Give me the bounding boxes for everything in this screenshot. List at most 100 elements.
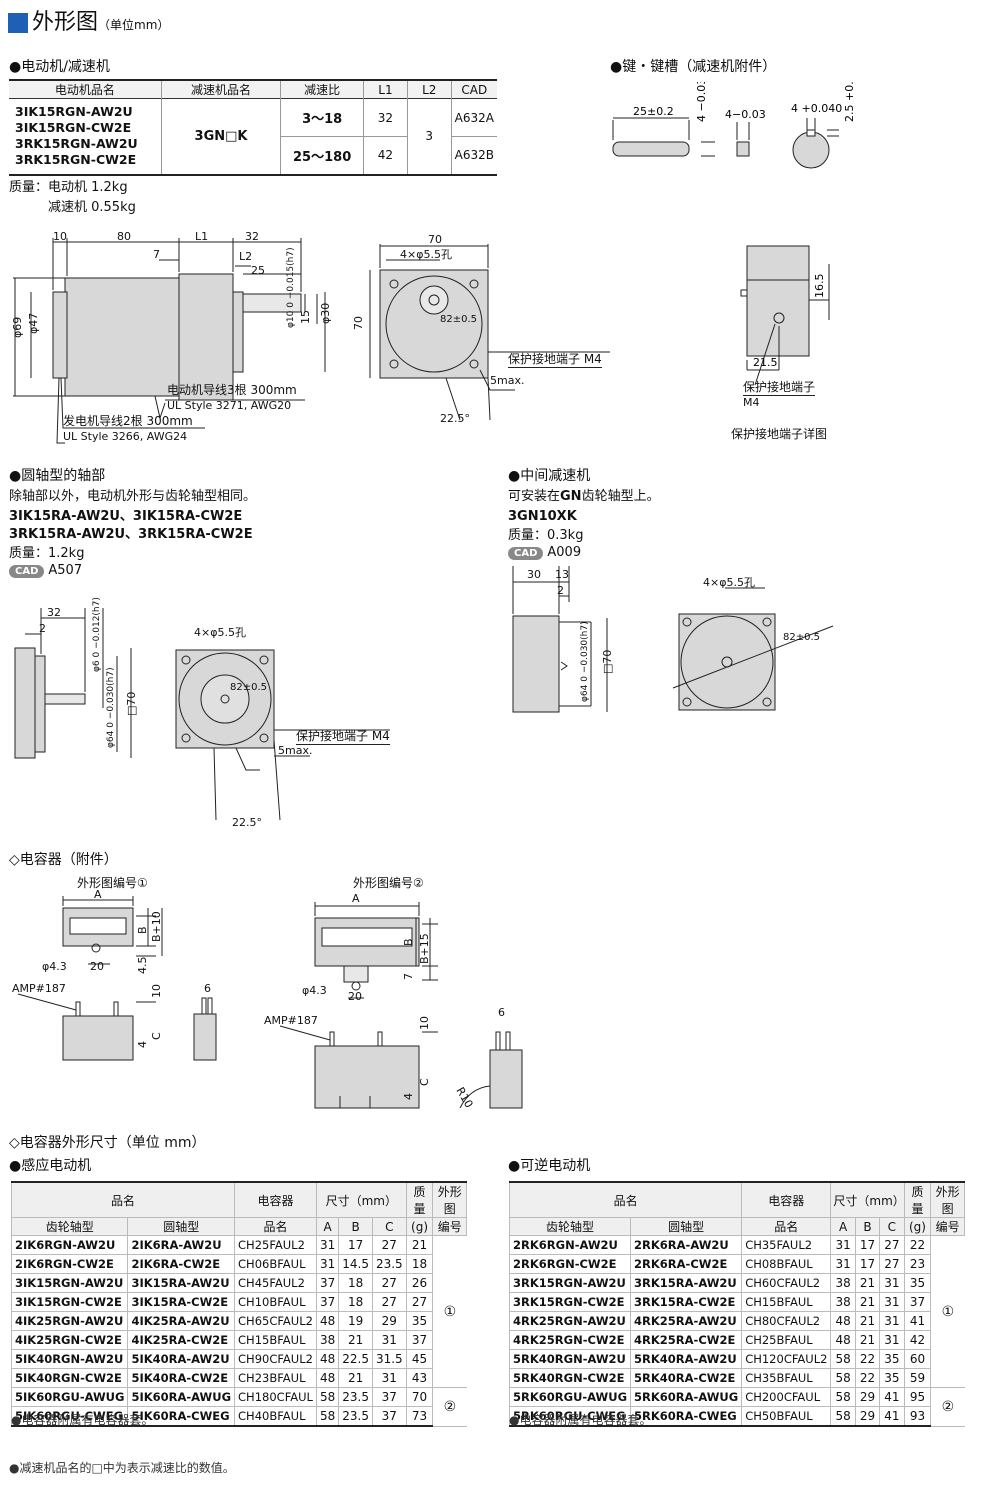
value-cell: 48 [830,1330,856,1350]
capacitor-cell: CH65CFAUL2 [234,1311,317,1331]
value-cell: 14.5 [338,1254,373,1274]
mg-dim: 30 [527,568,541,581]
value-cell: 35 [405,1311,433,1331]
capacitor-cell: CH35BFAUL [741,1368,831,1388]
mg-front-dim: 4×φ5.5孔 [703,576,755,589]
model-cell: 5RK60RGU-AWUG [508,1387,631,1407]
model-cell: 4RK25RA-CW2E [630,1330,742,1350]
figure-number-cell: ① [930,1235,965,1388]
cad-cell: A632B [454,148,494,163]
cap2-dim: 4 [402,1093,415,1100]
rs-dim: φ6 0 −0.012(h7) [92,598,102,672]
value-cell: 41 [879,1387,905,1407]
th-l1: L1 [363,80,408,99]
dim-label: φ69 [11,317,24,338]
value-cell: 27 [371,1235,407,1255]
induction-note: ●电容器附属有电容器套。 [11,1413,154,1427]
dim-label: L1 [195,230,208,243]
capacitor-cell: CH50BFAUL [741,1406,831,1427]
capacitor-cell: CH45FAUL2 [234,1273,317,1293]
capacitor-cell: CH80CFAUL2 [741,1311,831,1331]
cad-id: A009 [547,545,582,560]
value-cell: 27 [371,1273,407,1293]
value-cell: 23.5 [338,1387,373,1407]
capacitor-cell: CH08BFAUL [741,1254,831,1274]
cap1-dim: AMP#187 [12,982,66,995]
dim-label: φ10 0 −0.015(h7) [286,247,296,328]
value-cell: 41 [903,1311,931,1331]
cap-fig1-drawing: A B B+10 φ4.3 20 4.5 AMP#187 10 6 4 C [12,890,217,1061]
value-cell: 35 [903,1273,931,1293]
value-cell: 48 [315,1368,339,1388]
mid-gear-model: 3GN10XK [508,509,577,524]
value-cell: 21 [854,1330,880,1350]
value-cell: 18 [405,1254,433,1274]
mid-gear-desc-text: GN [560,489,582,504]
th-round-type: 圆轴型 [630,1217,743,1236]
capacitor-cell: CH180CFAUL [234,1387,317,1407]
induction-cap-table: 品名 电容器 尺寸（mm） 质量 外形图 齿轮轴型 圆轴型 品名 A B C (… [10,1181,467,1427]
capacitor-cell: CH40BFAUL [234,1406,317,1427]
model-cell: 2IK6RGN-CW2E [10,1254,128,1274]
front-dim: 70 [352,316,365,330]
model-cell: 4IK25RGN-AW2U [10,1311,128,1331]
round-shaft-models: 3IK15RA-AW2U、3IK15RA-CW2E [9,509,243,524]
title-text: 外形图 [32,10,99,35]
model-cell: 4IK25RA-AW2U [127,1311,235,1331]
lead1-spec: UL Style 3271, AWG20 [167,399,292,412]
cap2-dim: 20 [348,990,362,1003]
cad-id: A507 [48,563,83,578]
value-cell: 31 [879,1311,905,1331]
value-cell: 37 [903,1292,931,1312]
value-cell: 17 [854,1254,880,1274]
value-cell: 95 [903,1387,931,1407]
mid-gear-desc-text: 可安装在 [508,489,561,504]
th-c: C [879,1217,905,1236]
capacitor-cell: CH25FAUL2 [234,1235,317,1255]
motor-spec-table: 电动机品名 减速机品名 减速比 L1 L2 CAD 3IK15RGN-AW2U … [9,79,497,176]
key-section-heading: ●键・键槽（减速机附件） [610,59,777,75]
th-cap-name: 品名 [741,1217,832,1236]
dim-label: 7 [153,248,160,261]
value-cell: 21 [338,1368,373,1388]
key-dim: 4 +0.040 [791,102,842,115]
value-cell: 58 [830,1368,856,1388]
th-g: (g) [405,1217,434,1236]
value-cell: 31 [830,1254,856,1274]
th-cad: CAD [451,80,497,99]
value-cell: 19 [338,1311,373,1331]
ground-terminal-label: 保护接地端子 M4 [508,352,602,368]
reversible-cap-table: 品名 电容器 尺寸（mm） 质量 外形图 齿轮轴型 圆轴型 品名 A B C (… [508,1181,965,1427]
cap1-dim: 4.5 [136,957,149,975]
motor-models-cell: 3IK15RGN-AW2U 3IK15RGN-CW2E 3RK15RGN-AW2… [9,98,162,175]
model-cell: 2RK6RA-AW2U [630,1235,742,1255]
cap1-dim: B+10 [150,911,163,942]
value-cell: 31 [879,1292,905,1312]
th-ratio: 减速比 [280,80,365,99]
value-cell: 22 [854,1349,880,1369]
value-cell: 38 [830,1292,856,1312]
lead2-spec: UL Style 3266, AWG24 [63,430,188,443]
th-b: B [338,1217,373,1236]
cap1-dim: 6 [204,982,211,995]
induction-heading: ●感应电动机 [9,1158,92,1174]
model-cell: 3RK15RGN-AW2U [508,1273,631,1293]
round-shaft-models: 3RK15RA-AW2U、3RK15RA-CW2E [9,527,253,542]
cap2-dim: A [352,892,360,905]
value-cell: 59 [903,1368,931,1388]
figure-number-cell: ② [930,1387,965,1427]
motor-front-view: 70 4×φ5.5孔 82±0.5 70 5max. 22.5° [352,233,610,425]
value-cell: 37 [405,1330,433,1350]
value-cell: 31 [315,1254,339,1274]
th-fig-no: 编号 [930,1217,965,1236]
th-a: A [830,1217,856,1236]
model-cell: 3IK15RA-AW2U [127,1273,235,1293]
model-cell: 4IK25RGN-CW2E [10,1330,128,1350]
th-motor: 电动机品名 [9,80,162,99]
value-cell: 42 [903,1330,931,1350]
